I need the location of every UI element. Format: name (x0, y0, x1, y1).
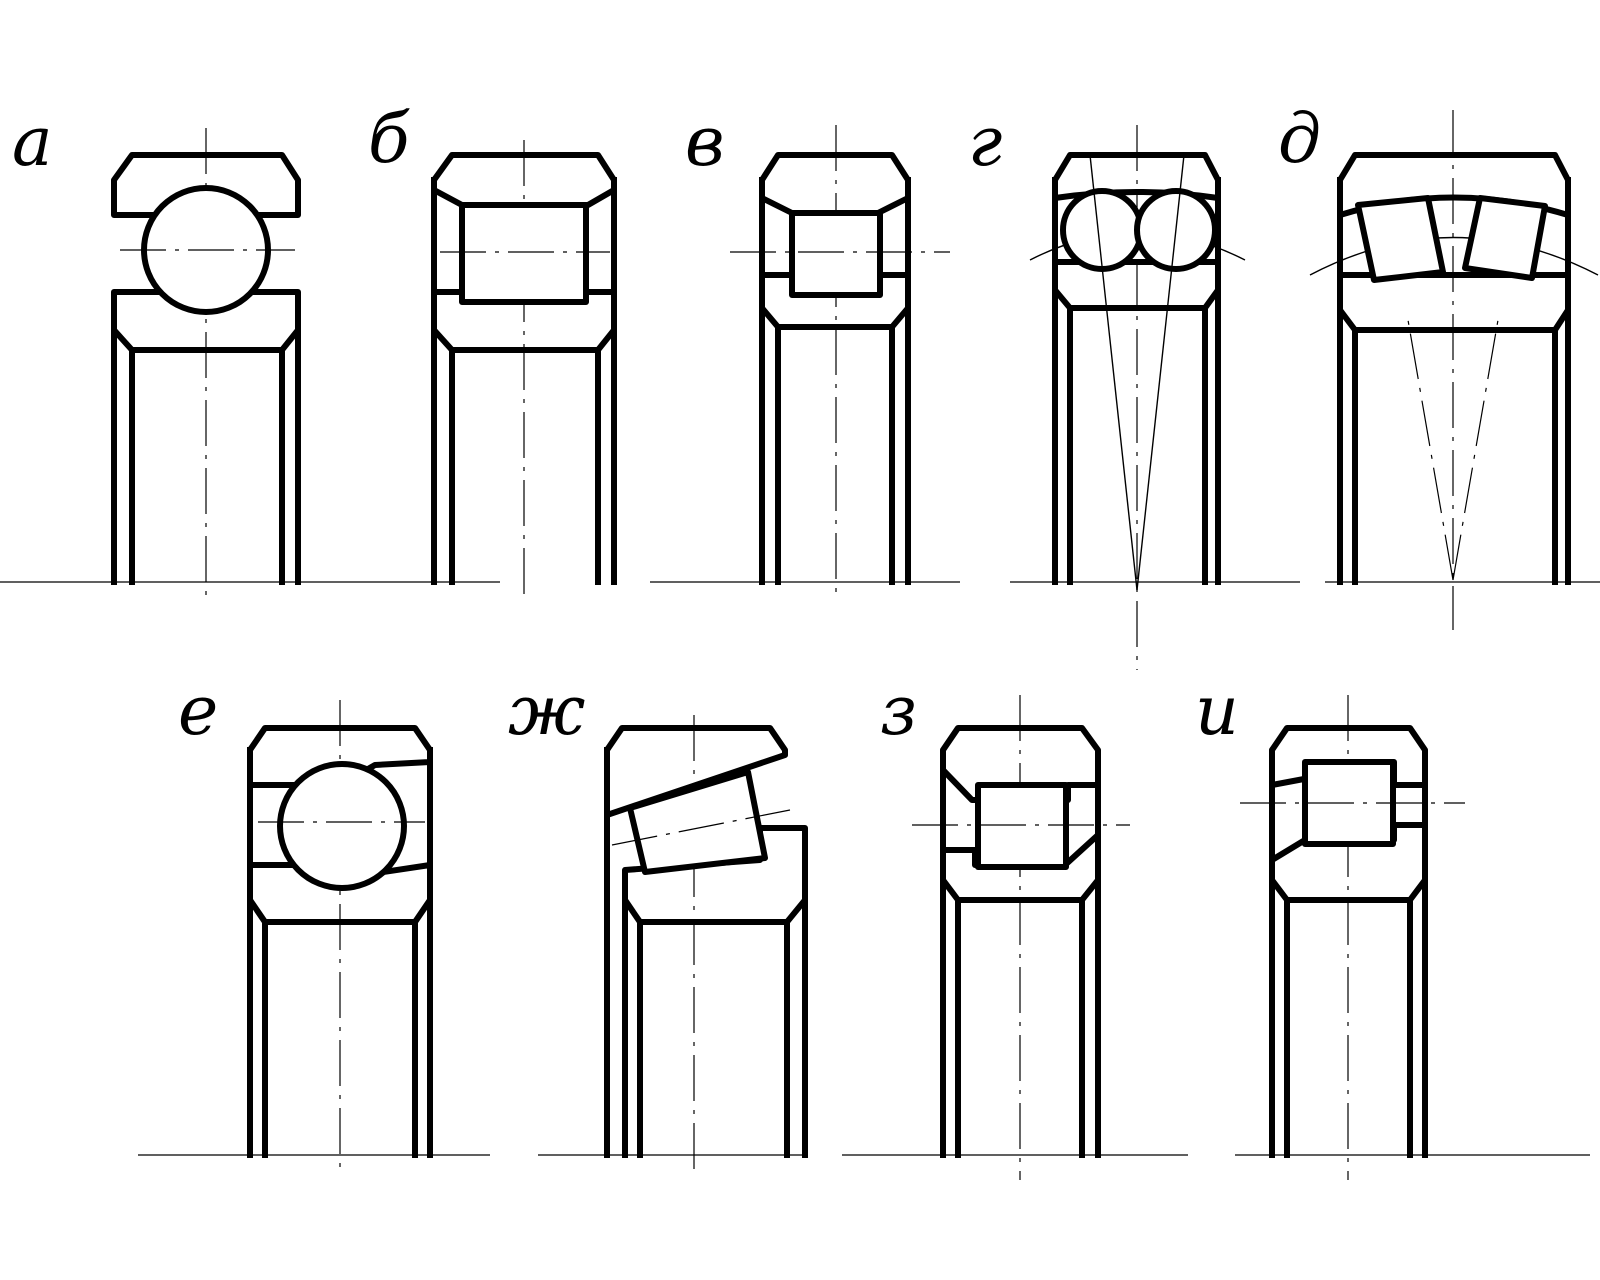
bearing-z-cylindrical-roller (912, 695, 1130, 1180)
label-g: г (968, 103, 1002, 182)
bearing-g-self-aligning-ball (1029, 125, 1246, 670)
label-z: з (880, 672, 917, 751)
bearing-e-angular-contact-ball (247, 700, 433, 1175)
bearing-d-spherical-roller (1309, 110, 1599, 630)
bearing-i-cylindrical-roller (1240, 695, 1465, 1180)
baselines (0, 581, 1600, 1156)
label-i: и (1195, 672, 1239, 751)
label-v: в (685, 103, 725, 182)
bearing-v-cylindrical-roller (730, 125, 950, 600)
bearing-a-deep-groove-ball (111, 128, 301, 600)
label-b: б (368, 100, 410, 179)
label-e: е (178, 672, 218, 751)
label-d: д (1278, 100, 1321, 179)
label-a: а (12, 103, 53, 182)
label-zh: ж (508, 672, 585, 751)
bearing-zh-tapered-roller (604, 715, 808, 1170)
bearing-b-cylindrical-roller (431, 140, 617, 600)
